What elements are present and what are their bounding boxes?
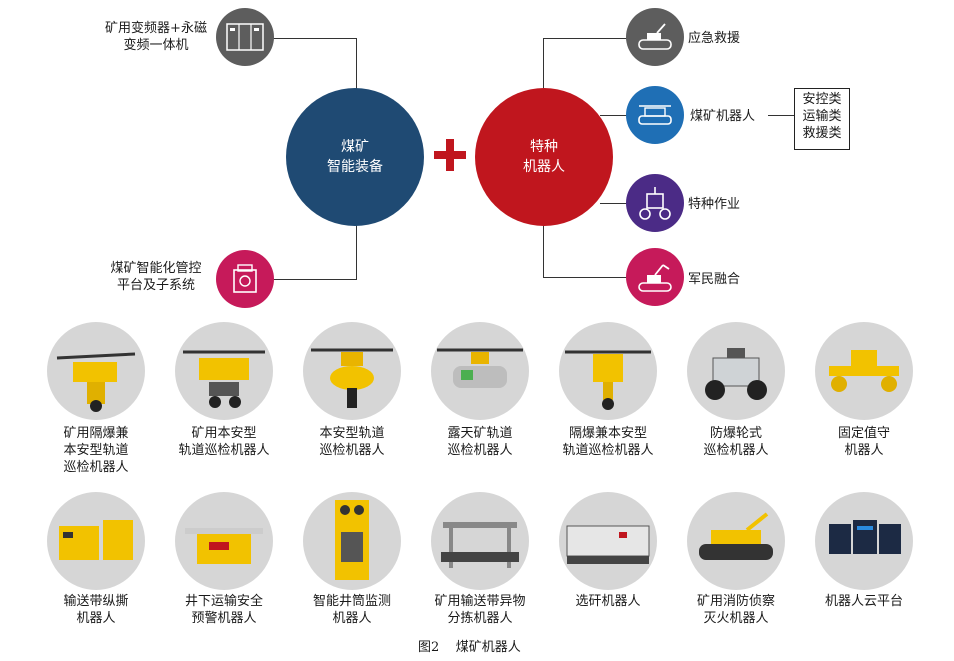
rail-inspection-robot-icon — [559, 322, 657, 420]
mining-equipment-circle: 煤矿 智能装备 — [286, 88, 424, 226]
robot-label: 露天矿轨道 巡检机器人 — [447, 426, 513, 458]
military-civil-robot-icon — [626, 248, 684, 306]
inverter-label: 矿用变频器+永磁 变频一体机 — [105, 21, 207, 53]
robot-label: 矿用输送带异物 分拣机器人 — [434, 594, 526, 626]
figure-caption: 图2 煤矿机器人 — [418, 640, 521, 655]
sorting-robot-icon — [431, 492, 529, 590]
robot-label: 输送带纵撕 机器人 — [63, 594, 129, 626]
robot-label: 智能井筒监测 机器人 — [312, 594, 391, 626]
cabinet-icon — [47, 492, 145, 590]
rail-inspection-robot-icon — [431, 322, 529, 420]
fixed-guard-robot-icon — [815, 322, 913, 420]
connector-line — [543, 38, 627, 39]
rail-inspection-robot-icon — [303, 322, 401, 420]
wheeled-robot-icon — [687, 322, 785, 420]
robot-label: 选矸机器人 — [575, 594, 641, 609]
robot-label: 矿用隔爆兼 本安型轨道 巡检机器人 — [63, 426, 129, 475]
plus-icon — [434, 139, 466, 171]
control-platform-label: 煤矿智能化管控 平台及子系统 — [110, 261, 202, 293]
robot-label: 防爆轮式 巡检机器人 — [703, 426, 769, 458]
connector-line — [543, 38, 544, 88]
special-robot-circle: 特种 机器人 — [475, 88, 613, 226]
warning-robot-icon — [175, 492, 273, 590]
shaft-robot-icon — [303, 492, 401, 590]
connector-line — [356, 222, 357, 280]
connector-line — [268, 38, 356, 39]
robot-label: 井下运输安全 预警机器人 — [184, 594, 263, 626]
rescue-robot-icon — [626, 8, 684, 66]
gangue-robot-icon — [559, 492, 657, 590]
connector-line — [543, 277, 627, 278]
rail-inspection-robot-icon — [47, 322, 145, 420]
mining-robot-icon — [626, 86, 684, 144]
control-platform-icon — [216, 250, 274, 308]
firefighting-robot-icon — [687, 492, 785, 590]
inverter-icon — [216, 8, 274, 66]
connector-line — [600, 115, 628, 116]
robot-label: 矿用本安型 轨道巡检机器人 — [178, 426, 270, 458]
right-item-label: 特种作业 — [688, 197, 741, 212]
right-item-label: 应急救援 — [688, 31, 741, 46]
robot-label: 固定值守 机器人 — [837, 426, 890, 458]
rail-inspection-robot-icon — [175, 322, 273, 420]
connector-line — [268, 279, 357, 280]
connector-line — [768, 115, 794, 116]
category-box: 安控类 运输类 救援类 — [794, 88, 850, 150]
connector-line — [600, 203, 628, 204]
robot-label: 本安型轨道 巡检机器人 — [319, 426, 385, 458]
right-item-label: 煤矿机器人 — [690, 109, 756, 124]
robot-label: 隔爆兼本安型 轨道巡检机器人 — [562, 426, 654, 458]
robot-label: 矿用消防侦察 灭火机器人 — [696, 594, 775, 626]
right-item-label: 军民融合 — [688, 272, 741, 287]
connector-line — [356, 38, 357, 98]
robot-label: 机器人云平台 — [824, 594, 903, 609]
special-operation-robot-icon — [626, 174, 684, 232]
connector-line — [543, 225, 544, 277]
cloud-platform-icon — [815, 492, 913, 590]
